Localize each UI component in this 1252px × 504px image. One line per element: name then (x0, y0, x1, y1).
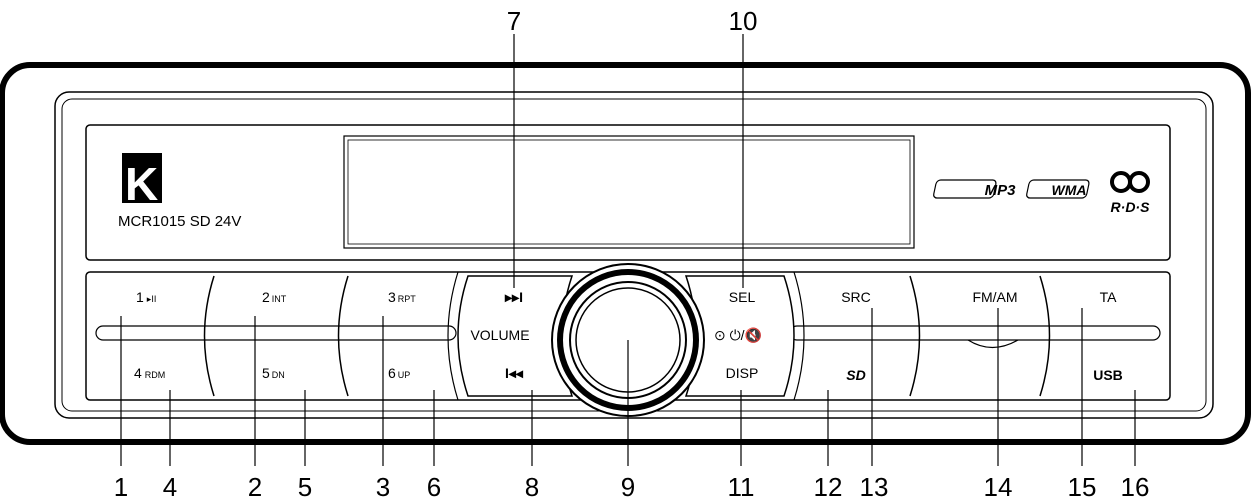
fm-am-button[interactable]: FM/AM (972, 289, 1017, 305)
wma-badge: WMA (1026, 179, 1090, 199)
sd-card-slot[interactable]: SD (846, 367, 865, 383)
left-pod-rim (447, 271, 459, 401)
svg-text:R·D·S: R·D·S (1111, 199, 1151, 215)
prev-track-button[interactable]: I◂◂ (505, 365, 524, 381)
lcd-screen-inner (347, 139, 911, 245)
mp3-badge: MP3 (933, 179, 1017, 199)
callout-lines (120, 34, 1136, 466)
lcd-screen (343, 135, 915, 249)
volume-label: VOLUME (470, 327, 529, 343)
separator-5 (1039, 275, 1051, 397)
callout-14: 14 (984, 472, 1013, 502)
model-name: MCR1015 SD 24V (118, 213, 241, 230)
callout-9: 9 (621, 472, 635, 502)
faceplate (54, 91, 1214, 419)
disp-button[interactable]: DISP (726, 365, 759, 381)
callout-15: 15 (1068, 472, 1097, 502)
callout-2: 2 (248, 472, 262, 502)
callout-7: 7 (507, 6, 521, 36)
brand-logo-letter: K (125, 158, 158, 210)
brand-logo (122, 153, 162, 203)
right-pod-rim (793, 271, 805, 401)
svg-text:WMA: WMA (1052, 182, 1087, 198)
ta-button[interactable]: TA (1100, 289, 1118, 305)
usb-port-label[interactable]: USB (1093, 367, 1123, 383)
callout-6: 6 (427, 472, 441, 502)
callout-11: 11 (728, 472, 755, 502)
callout-10: 10 (729, 6, 758, 36)
sd-logo: SD (846, 367, 865, 383)
slot-eject-notch (967, 339, 1019, 349)
callout-4: 4 (163, 472, 177, 502)
svg-text:1▸II: 1▸II (136, 289, 156, 305)
next-track-button[interactable]: ▸▸I (504, 289, 523, 305)
disc-slot-left (95, 325, 457, 341)
callout-16: 16 (1121, 472, 1150, 502)
src-button[interactable]: SRC (841, 289, 871, 305)
svg-text:MP3: MP3 (985, 182, 1017, 199)
callout-8: 8 (525, 472, 539, 502)
callout-12: 12 (814, 472, 843, 502)
separator-2 (337, 275, 349, 397)
rds-logo: R·D·S (1110, 171, 1151, 215)
callout-5: 5 (298, 472, 312, 502)
separator-1 (203, 275, 215, 397)
display-panel (85, 124, 1171, 261)
separator-4 (909, 275, 921, 397)
svg-text:6UP: 6UP (388, 365, 410, 381)
outer-chassis (0, 62, 1251, 445)
preset-1-button[interactable]: 1▸II (136, 289, 156, 305)
power-mute-button[interactable]: ⊙ ⏻/🔇 (714, 327, 762, 344)
callout-1: 1 (114, 472, 128, 502)
sel-button[interactable]: SEL (729, 289, 756, 305)
callout-3: 3 (376, 472, 390, 502)
callout-13: 13 (860, 472, 889, 502)
svg-text:5DN: 5DN (262, 365, 285, 381)
disc-slot-right (789, 325, 1161, 341)
